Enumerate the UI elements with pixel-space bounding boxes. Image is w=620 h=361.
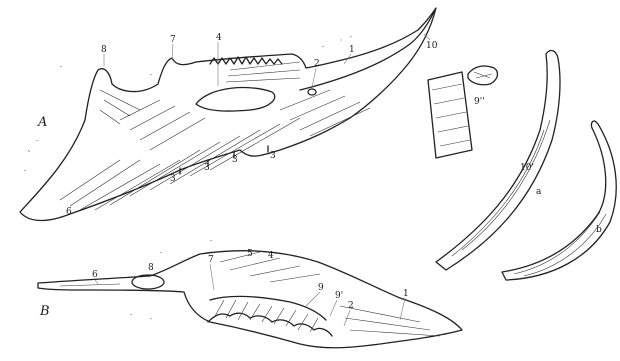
mandible-dorsal-view (38, 251, 462, 348)
label-B: B (39, 304, 50, 319)
label-a-3-second: 3 (204, 163, 210, 173)
label-b-incisor: b (596, 225, 602, 235)
label-b-1: 1 (403, 289, 409, 299)
label-a-3-first: 3 (170, 174, 176, 184)
label-a-incisor: a (536, 187, 542, 197)
label-9-double-prime: 9'' (474, 97, 485, 107)
label-a-3-third: 3 (232, 155, 238, 165)
label-a-2: 2 (314, 59, 320, 69)
label-a-3-fourth: 3 (270, 151, 276, 161)
incisor-a (436, 51, 560, 270)
label-b-7: 7 (208, 255, 214, 265)
label-a-6: 6 (66, 207, 72, 217)
label-A: A (37, 115, 47, 130)
label-a-7: 7 (170, 35, 176, 45)
label-b-9-prime: 9' (335, 291, 343, 301)
mandible-lateral-view (20, 8, 436, 221)
label-b-2: 2 (348, 301, 354, 311)
label-b-6: 6 (92, 270, 98, 280)
label-b-4: 4 (268, 251, 274, 261)
label-a-4: 4 (216, 33, 222, 43)
tooth-fragment (428, 66, 497, 158)
incisor-b (502, 121, 616, 280)
label-b-9: 9 (318, 283, 324, 293)
label-a-8: 8 (101, 45, 107, 55)
label-a-10: 10 (426, 41, 438, 51)
label-10-prime: 10' (520, 163, 534, 173)
label-a-1: 1 (349, 45, 355, 55)
label-b-5: 5 (247, 249, 253, 259)
label-b-8: 8 (148, 263, 154, 273)
